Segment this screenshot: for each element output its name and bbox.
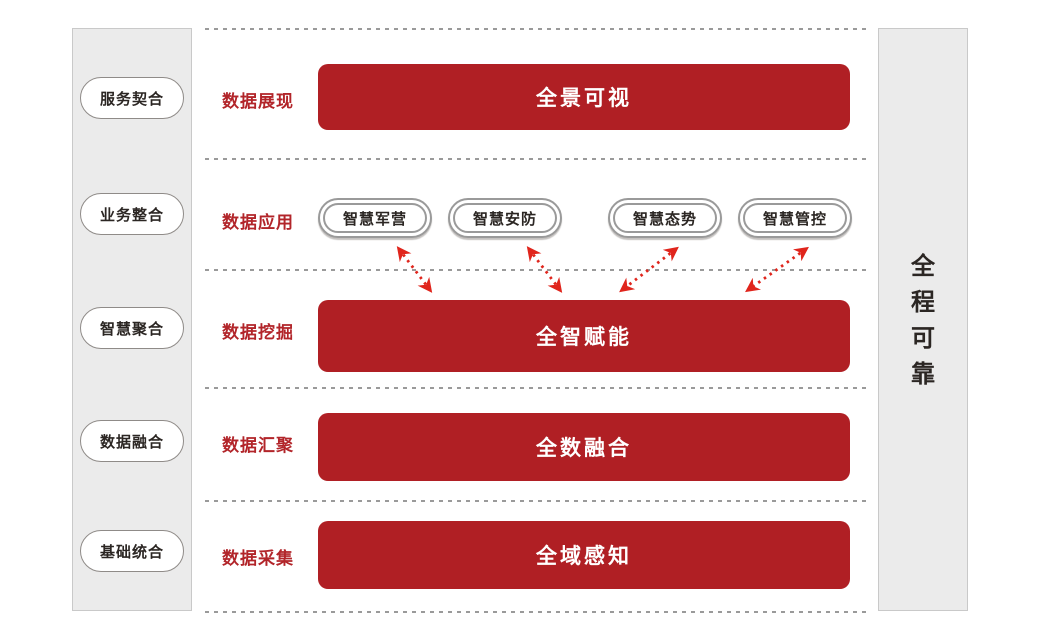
app-pill-smart-control: 智慧管控: [738, 198, 852, 238]
row-label-data-collection: 数据采集: [222, 549, 294, 569]
right-panel-char: 可: [911, 323, 935, 352]
left-pill-business-integration: 业务整合: [80, 193, 184, 235]
app-pill-smart-security: 智慧安防: [448, 198, 562, 238]
bar-full-domain-sensing: 全域感知: [318, 521, 850, 589]
bar-panoramic-visualization: 全景可视: [318, 64, 850, 130]
left-pill-service-fit: 服务契合: [80, 77, 184, 119]
left-pill-basic-unification: 基础统合: [80, 530, 184, 572]
separator: [205, 500, 866, 502]
right-panel: 全 程 可 靠: [878, 28, 968, 611]
row-label-data-mining: 数据挖掘: [222, 323, 294, 343]
app-pill-label: 智慧管控: [743, 203, 847, 233]
separator: [205, 611, 866, 613]
right-panel-char: 全: [911, 251, 935, 280]
row-label-data-aggregation: 数据汇聚: [222, 436, 294, 456]
bar-full-data-fusion: 全数融合: [318, 413, 850, 481]
app-pill-label: 智慧态势: [613, 203, 717, 233]
separator: [205, 269, 866, 271]
app-pill-label: 智慧安防: [453, 203, 557, 233]
app-pill-smart-barracks: 智慧军营: [318, 198, 432, 238]
left-panel: 服务契合 业务整合 智慧聚合 数据融合 基础统合: [72, 28, 192, 611]
separator: [205, 28, 866, 30]
separator: [205, 158, 866, 160]
right-panel-char: 靠: [911, 359, 935, 388]
left-pill-smart-aggregation: 智慧聚合: [80, 307, 184, 349]
left-pill-data-fusion: 数据融合: [80, 420, 184, 462]
row-label-data-application: 数据应用: [222, 213, 294, 233]
right-panel-char: 程: [911, 287, 935, 316]
separator: [205, 387, 866, 389]
app-pill-label: 智慧军营: [323, 203, 427, 233]
row-label-data-presentation: 数据展现: [222, 92, 294, 112]
app-pill-smart-situation: 智慧态势: [608, 198, 722, 238]
bar-full-intelligence-empowerment: 全智赋能: [318, 300, 850, 372]
